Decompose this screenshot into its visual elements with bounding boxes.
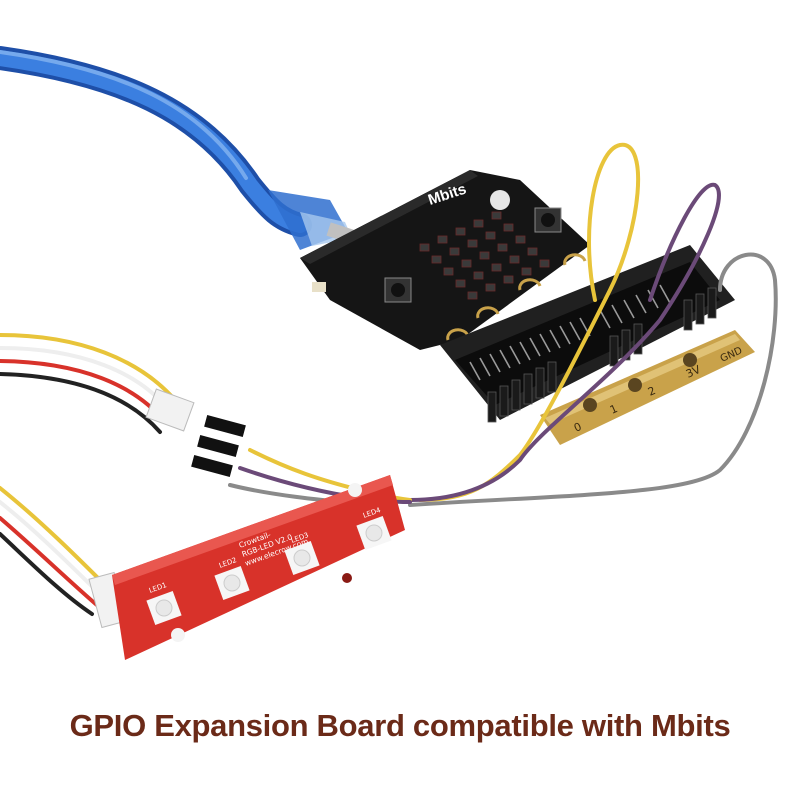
led-4-icon	[356, 515, 392, 551]
led-2-icon	[214, 565, 250, 601]
usb-cable	[0, 46, 356, 250]
product-caption: GPIO Expansion Board compatible with Mbi…	[69, 708, 731, 743]
led-matrix	[419, 211, 550, 300]
board-logo-icon	[490, 190, 510, 210]
edge-label-3v: 3V	[684, 363, 703, 381]
led-module: Crowtail- RGB-LED V2.0 www.elecrow.com L…	[112, 475, 405, 660]
edge-label-2: 2	[646, 384, 658, 399]
led-3-icon	[284, 540, 320, 576]
led-1-icon	[146, 590, 182, 626]
edge-label-1: 1	[608, 402, 620, 417]
jumper-wires	[191, 142, 778, 507]
edge-label-0: 0	[572, 420, 584, 435]
